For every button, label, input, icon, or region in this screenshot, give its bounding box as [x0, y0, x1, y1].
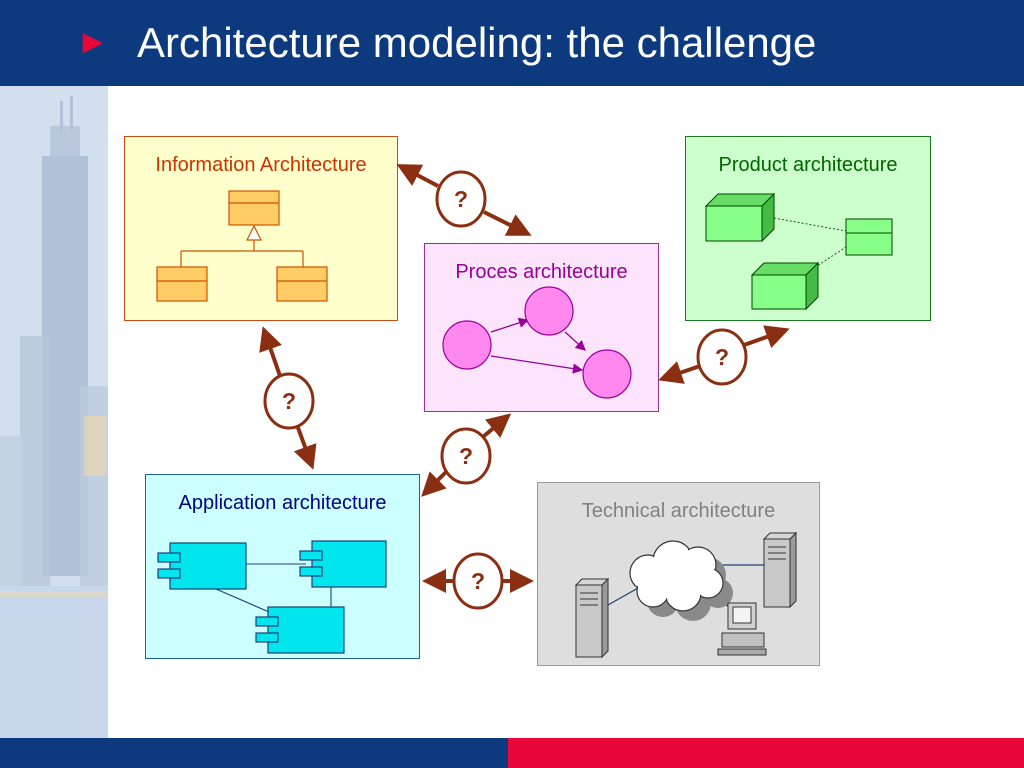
slide-title: Architecture modeling: the challenge — [137, 19, 817, 66]
city-skyline-image — [0, 86, 108, 738]
footer-bar-red — [508, 738, 1024, 768]
information-architecture-title: Information Architecture — [155, 154, 367, 176]
arrow-proces-product-b — [743, 325, 790, 349]
question-node-application-technical — [452, 552, 504, 610]
application-architecture-title: Application architecture — [178, 492, 387, 514]
arrow-proces-application-b — [482, 413, 512, 439]
class-diagram-icon — [156, 190, 328, 302]
slide-header: ► Architecture modeling: the challenge — [0, 0, 1024, 86]
question-label-info-proces: ? — [453, 186, 469, 212]
component-diagram-icon — [157, 540, 387, 654]
footer-bar-blue — [0, 738, 508, 768]
product-architecture-box: Product architecture — [685, 136, 931, 321]
question-node-proces-application — [440, 427, 492, 485]
question-node-proces-product — [696, 328, 748, 386]
information-architecture-box: Information Architecture — [124, 136, 398, 321]
question-label-proces-application: ? — [458, 443, 474, 469]
product-diagram-icon — [704, 192, 893, 311]
arrow-info-proces-b — [483, 210, 532, 236]
question-node-info-proces — [435, 170, 487, 228]
question-node-info-application — [263, 372, 315, 430]
arrow-info-application-b — [293, 424, 317, 470]
question-label-proces-product: ? — [714, 344, 730, 370]
network-diagram-icon — [574, 531, 798, 659]
proces-architecture-box: Proces architecture — [424, 243, 659, 412]
technical-architecture-box: Technical architecture — [537, 482, 820, 666]
application-architecture-box: Application architecture — [145, 474, 420, 659]
arrow-info-proces-a — [396, 164, 439, 188]
arrow-info-application-a — [259, 326, 282, 377]
technical-architecture-title: Technical architecture — [581, 500, 776, 522]
title-bullet-icon: ► — [76, 23, 110, 61]
question-label-application-technical: ? — [470, 568, 486, 594]
product-architecture-title: Product architecture — [718, 154, 898, 176]
proces-architecture-title: Proces architecture — [455, 261, 628, 283]
arrow-proces-application-a — [421, 470, 448, 497]
question-label-info-application: ? — [281, 388, 297, 414]
arrow-proces-product-a — [658, 361, 701, 384]
process-diagram-icon — [442, 286, 632, 399]
